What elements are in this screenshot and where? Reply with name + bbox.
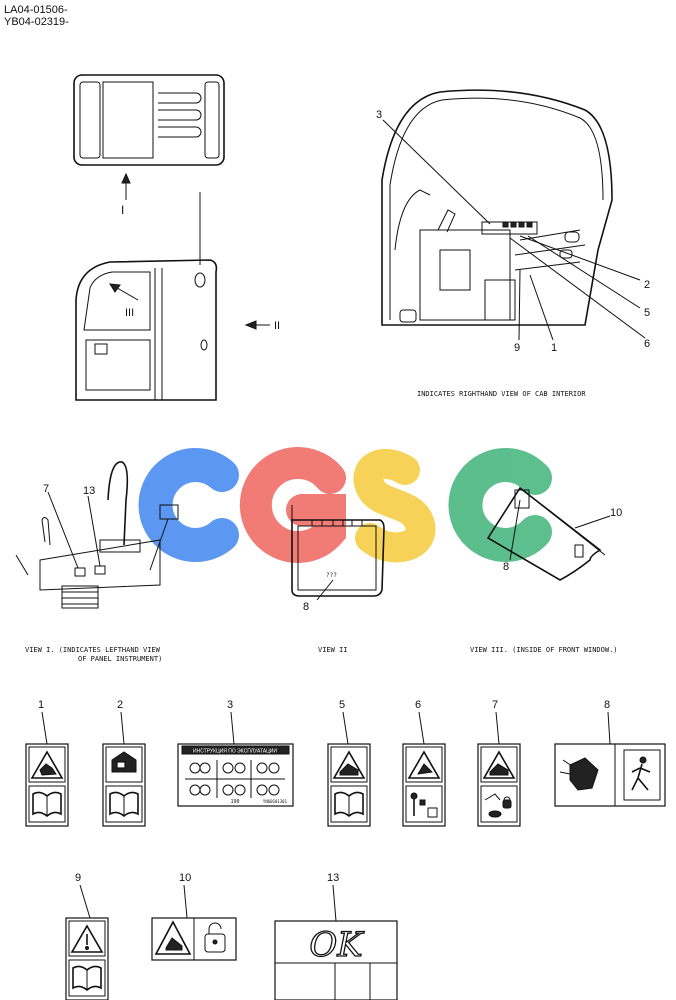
decal-6-label: 6 [415, 699, 421, 711]
callout-6: 6 [644, 338, 650, 350]
callout-2: 2 [644, 279, 650, 291]
decal-13: 13 OK [274, 872, 398, 1000]
decal-1-label: 1 [38, 699, 44, 711]
decal-2-label: 2 [117, 699, 123, 711]
decal-3-footer: 190 [230, 799, 239, 805]
callout-1: 1 [551, 342, 557, 354]
watermark-letter-g [239, 447, 346, 563]
decal-8: 8 [554, 699, 666, 807]
part-number-line2: YB04-02319- [4, 16, 69, 28]
decal-3-code: YN60S01301 [263, 799, 288, 804]
decal-9-label: 9 [75, 872, 81, 884]
arrow-label-I: I [121, 203, 124, 217]
decal-7: 7 [477, 699, 521, 827]
callout-5: 5 [644, 307, 650, 319]
cab-roof-view: I [73, 74, 225, 217]
watermark-letter-s [353, 449, 436, 563]
arrow-label-III: III [125, 307, 134, 319]
decal-5-label: 5 [339, 699, 345, 711]
watermark-letter-c1 [138, 448, 239, 562]
callout-7: 7 [43, 483, 49, 495]
view-3-front-window: 10 8 VIEW III. (INSIDE OF FRONT WINDOW.) [470, 486, 622, 654]
callout-8-rear: 8 [303, 601, 309, 613]
decal-10: 10 [151, 872, 237, 961]
decal-5: 5 [327, 699, 371, 827]
caption-righthand-view: INDICATES RIGHTHAND VIEW OF CAB INTERIOR [417, 390, 586, 398]
caption-view-3: VIEW III. (INSIDE OF FRONT WINDOW.) [470, 646, 618, 654]
caption-view-1-a: VIEW I. (INDICATES LEFTHAND VIEW [25, 646, 161, 654]
callout-9: 9 [514, 342, 520, 354]
callout-3: 3 [376, 109, 382, 121]
decal-8-label: 8 [604, 699, 610, 711]
caption-view-2: VIEW II [318, 646, 348, 654]
decal-2: 2 [102, 699, 146, 827]
decal-1: 1 [25, 699, 69, 827]
watermark-letter-c2 [448, 448, 552, 562]
decal-3-caption: ИНСТРУКЦИЯ ПО ЭКСПЛУАТАЦИИ [193, 749, 277, 755]
caption-view-1-b: OF PANEL INSTRUMENT) [78, 655, 162, 663]
part-number-line1: LA04-01506- [4, 4, 68, 16]
rear-window-decal-text: ??? [326, 572, 337, 579]
cab-interior-righthand-view: 3 2 5 6 9 1 INDICATES RIGHTHAND VIEW OF … [376, 89, 650, 398]
callout-8-front: 8 [503, 561, 509, 573]
arrow-label-II: II [274, 320, 280, 332]
decal-13-ok-text: OK [309, 925, 365, 965]
decal-3-operation-pattern [185, 760, 285, 798]
watermark [138, 447, 552, 563]
decal-6: 6 [402, 699, 446, 827]
callout-10: 10 [610, 507, 622, 519]
decal-7-label: 7 [492, 699, 498, 711]
decal-9: 9 [65, 872, 109, 1000]
decal-3-label: 3 [227, 699, 233, 711]
view-1-panel-instrument: 7 13 VIEW I. (INDICATES LEFTHAND VIEW OF… [15, 461, 179, 663]
decal-10-label: 10 [179, 872, 191, 884]
view-2-rear-window: ??? 8 VIEW II [291, 505, 385, 654]
decal-13-label: 13 [327, 872, 339, 884]
cab-side-view: III II [75, 192, 280, 401]
callout-13: 13 [83, 485, 95, 497]
decal-3: 3 ИНСТРУКЦИЯ ПО ЭКСПЛУАТАЦИИ 190 YN60S01… [177, 699, 294, 807]
